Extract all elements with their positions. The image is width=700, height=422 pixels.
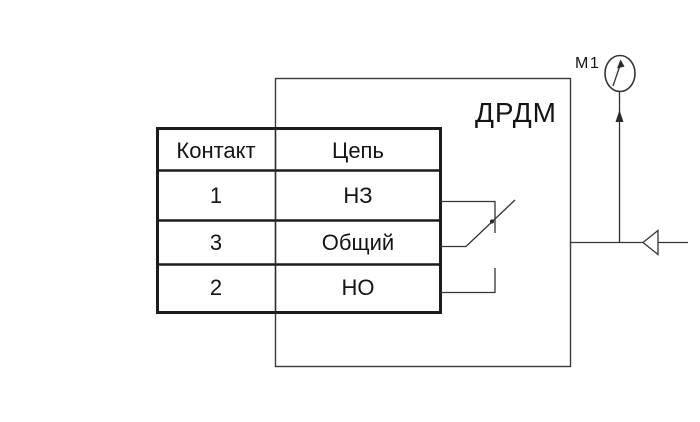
contact-cell-row3: 2 — [210, 275, 222, 300]
nc-contact-wire — [440, 200, 496, 233]
changeover-switch-symbol — [440, 199, 516, 294]
table-row: 1 НЗ — [210, 183, 373, 208]
contact-cell-row2: 3 — [210, 230, 222, 255]
gauge-label: М1 — [575, 55, 600, 72]
device-label: ДРДМ — [475, 97, 557, 128]
left-triangle-port-icon — [641, 229, 659, 256]
device-box: ДРДМ — [274, 77, 572, 368]
pressure-gauge-icon: М1 — [575, 54, 636, 243]
flow-direction-up-arrow-icon — [615, 110, 624, 122]
gauge-dial-circle — [604, 54, 636, 93]
circuit-cell-row2: Общий — [322, 230, 394, 255]
table-header-circuit: Цепь — [332, 138, 384, 163]
contact-cell-row1: 1 — [210, 183, 222, 208]
table-header-contact: Контакт — [176, 138, 255, 163]
table-row: 2 НО — [210, 275, 375, 300]
no-contact-wire — [440, 268, 496, 294]
circuit-cell-row1: НЗ — [343, 183, 372, 208]
contact-junction-dot — [489, 219, 495, 224]
contact-table: Контакт Цепь 1 НЗ 3 Общий 2 НО — [156, 127, 442, 314]
table-row: 3 Общий — [210, 230, 394, 255]
circuit-cell-row3: НО — [342, 275, 375, 300]
gauge-needle-arrowhead — [617, 59, 625, 69]
common-contact-lever-wire — [440, 199, 516, 248]
pressure-port-arrow-icon — [570, 229, 688, 256]
